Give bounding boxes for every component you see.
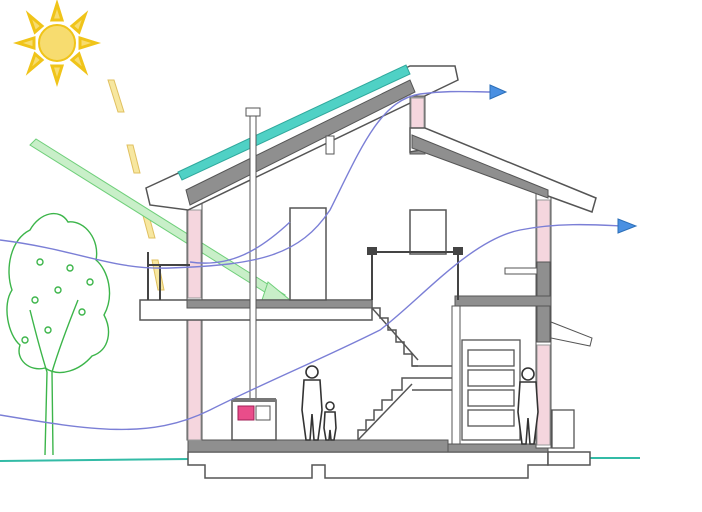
roof-vent <box>325 135 335 155</box>
airflow-lines <box>0 90 623 431</box>
tree-icon <box>6 212 111 456</box>
airflow-arrowheads <box>489 84 638 234</box>
cabinet <box>551 409 575 449</box>
left-wall-window <box>187 209 202 299</box>
adult-figure-icon-right <box>517 367 539 445</box>
airflow-path-2 <box>0 223 623 431</box>
landing-railing <box>367 247 463 300</box>
ground-floor-slab <box>187 439 449 453</box>
ground-floor-slab-right <box>447 443 549 453</box>
wall-shelf <box>504 267 538 275</box>
lower-partition <box>451 305 461 445</box>
upstairs-window <box>409 209 447 255</box>
arrowhead-upper <box>489 84 508 100</box>
foundation <box>187 451 591 479</box>
stove-icon <box>231 398 277 441</box>
ground-floor-door <box>461 339 521 441</box>
solar-panel <box>177 64 411 181</box>
left-wall-window-lower <box>187 319 202 441</box>
right-wall-window <box>536 199 551 263</box>
right-wall-window-lower <box>536 344 551 446</box>
child-figure-icon <box>323 401 337 441</box>
adult-figure-icon <box>301 365 323 441</box>
main-roof <box>145 64 459 211</box>
arrowhead-right <box>617 218 638 234</box>
clerestory-window <box>410 97 425 129</box>
airflow-path-1 <box>0 90 497 269</box>
ground-line <box>0 458 191 462</box>
eave-canopy <box>550 321 593 347</box>
right-floor-slab <box>454 295 552 307</box>
secondary-roof <box>409 127 597 213</box>
airflow-path-3 <box>189 221 291 264</box>
staircase <box>357 307 452 441</box>
sun-icon <box>12 0 102 88</box>
first-floor-slab-core <box>186 299 373 309</box>
balcony-railing <box>147 252 190 300</box>
